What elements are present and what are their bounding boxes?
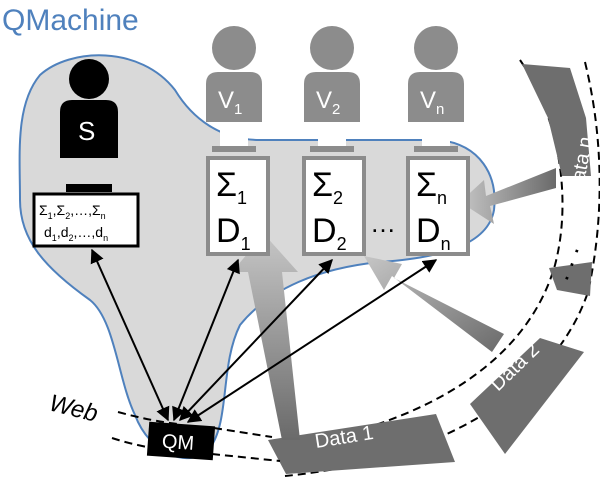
data-n-segment [522,64,591,176]
volunteer-2-label: V2 [316,87,340,118]
volunteer-n-label: Vn [420,87,444,118]
volunteer-1 [206,26,270,256]
data-band [268,59,600,477]
web-label: Web [47,390,101,428]
data-n-arrow [460,168,556,224]
volunteer-n-data: Dn [416,212,451,254]
arrow-submitter-qm [90,248,170,422]
submitter-label: S [78,116,95,146]
data-gap-segment [549,262,592,296]
data-2-segment [470,338,584,454]
web-line-top-right [213,427,273,438]
data-1-segment [268,414,455,474]
submitter-figure [60,59,118,192]
diagram-title: QMachine [2,4,139,37]
volunteer-1-sigma: Σ1 [216,166,247,208]
volunteer-1-data: D1 [216,212,251,254]
volunteer-2-data: D2 [312,212,347,254]
data-1-arrow [232,234,300,440]
submitter-box [32,192,140,248]
volunteer-n [406,26,470,256]
arrow-volunteer-n-qm [186,259,438,423]
qm-label: QM [161,431,195,455]
data-2-arrow [364,256,504,352]
volunteer-2-sigma: Σ2 [312,166,343,208]
volunteer-2 [302,26,366,256]
qm-server-box [146,421,216,461]
volunteer-n-sigma: Σn [416,166,447,208]
volunteer-1-label: V1 [218,87,242,118]
volunteer-ellipsis: … [370,208,396,238]
web-line-bottom-right [211,453,281,462]
submitter-box-line1: Σ1,Σ2,…,Σn [39,202,106,221]
web-line-bottom [111,437,167,451]
submitter-box-line2: d1,d2,…,dn [44,224,108,243]
